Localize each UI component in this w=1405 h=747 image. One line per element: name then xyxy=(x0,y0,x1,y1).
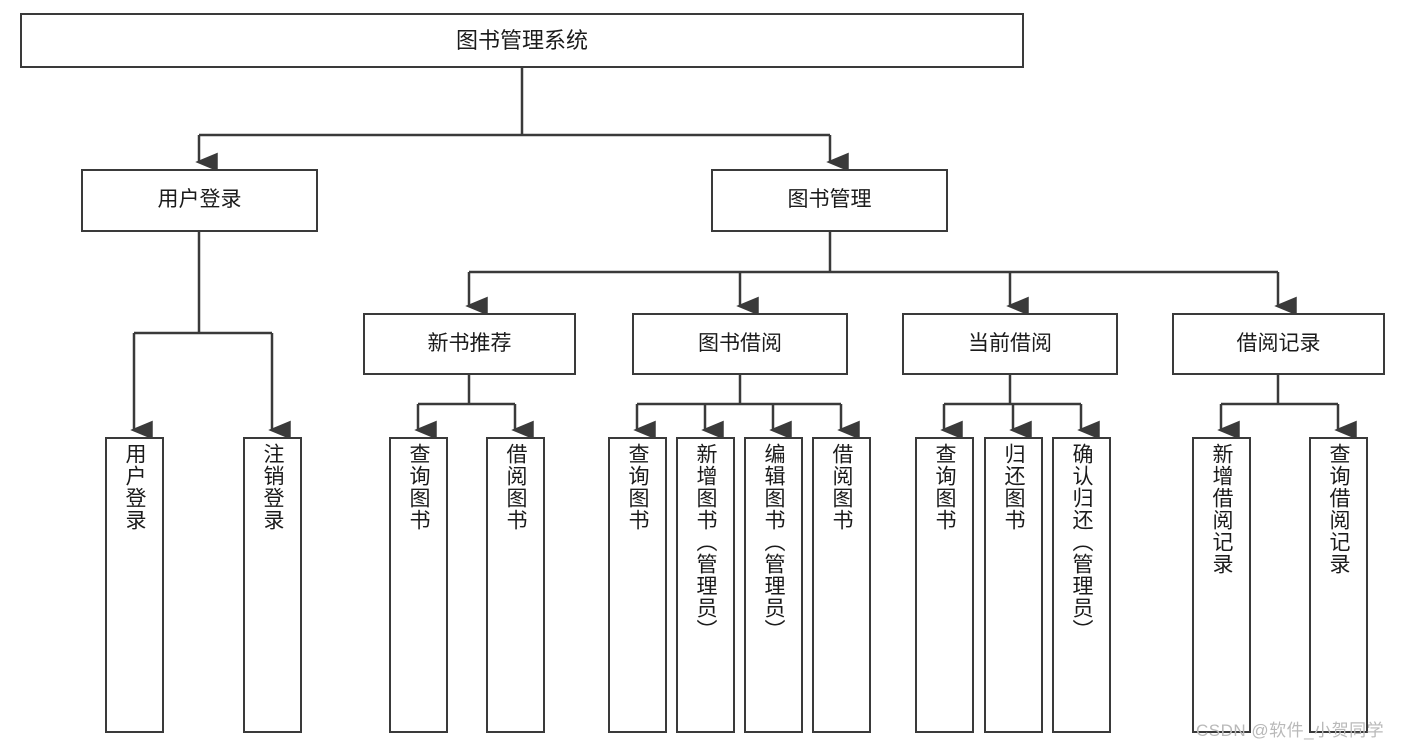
node-user-login-label: 用户登录 xyxy=(157,188,242,212)
node-leaf-edit-book-label: 编辑图书（管理员） xyxy=(762,443,785,641)
node-book-borrow[interactable]: 图书借阅 xyxy=(632,313,848,375)
node-root[interactable]: 图书管理系统 xyxy=(20,13,1024,68)
node-leaf-user-login-label: 用户登录 xyxy=(123,443,146,531)
node-leaf-confirm-return-label: 确认归还（管理员） xyxy=(1070,443,1093,641)
node-leaf-query-record-label: 查询借阅记录 xyxy=(1327,443,1350,575)
node-leaf-return-book[interactable]: 归还图书 xyxy=(984,437,1043,733)
node-leaf-query-book-rec-label: 查询图书 xyxy=(407,443,430,531)
node-user-login[interactable]: 用户登录 xyxy=(81,169,318,232)
node-leaf-logout-label: 注销登录 xyxy=(261,443,284,531)
node-borrow-record-label: 借阅记录 xyxy=(1236,331,1321,355)
node-leaf-borrow-book[interactable]: 借阅图书 xyxy=(812,437,871,733)
node-borrow-record[interactable]: 借阅记录 xyxy=(1172,313,1385,375)
node-new-book-rec-label: 新书推荐 xyxy=(427,331,512,355)
node-leaf-return-book-label: 归还图书 xyxy=(1002,443,1025,531)
node-leaf-query-book-cur[interactable]: 查询图书 xyxy=(915,437,974,733)
node-leaf-query-record[interactable]: 查询借阅记录 xyxy=(1309,437,1368,733)
node-book-manage-label: 图书管理 xyxy=(787,188,872,212)
node-leaf-add-record-label: 新增借阅记录 xyxy=(1210,443,1233,575)
node-leaf-logout[interactable]: 注销登录 xyxy=(243,437,302,733)
node-current-borrow-label: 当前借阅 xyxy=(968,331,1052,355)
node-leaf-query-book-borrow-label: 查询图书 xyxy=(626,443,649,531)
node-new-book-rec[interactable]: 新书推荐 xyxy=(363,313,576,375)
node-leaf-borrow-book-rec-label: 借阅图书 xyxy=(504,443,527,531)
node-leaf-add-record[interactable]: 新增借阅记录 xyxy=(1192,437,1251,733)
node-leaf-borrow-book-rec[interactable]: 借阅图书 xyxy=(486,437,545,733)
node-book-manage[interactable]: 图书管理 xyxy=(711,169,948,232)
node-leaf-add-book[interactable]: 新增图书（管理员） xyxy=(676,437,735,733)
node-current-borrow[interactable]: 当前借阅 xyxy=(902,313,1118,375)
node-leaf-borrow-book-label: 借阅图书 xyxy=(830,443,853,531)
node-root-label: 图书管理系统 xyxy=(455,27,588,53)
node-leaf-query-book-cur-label: 查询图书 xyxy=(933,443,956,531)
node-leaf-add-book-label: 新增图书（管理员） xyxy=(694,443,717,641)
csdn-watermark: CSDN @软件_小贺同学 xyxy=(1196,721,1385,740)
node-leaf-query-book-borrow[interactable]: 查询图书 xyxy=(608,437,667,733)
node-book-borrow-label: 图书借阅 xyxy=(698,331,782,355)
node-leaf-query-book-rec[interactable]: 查询图书 xyxy=(389,437,448,733)
node-leaf-edit-book[interactable]: 编辑图书（管理员） xyxy=(744,437,803,733)
node-leaf-user-login[interactable]: 用户登录 xyxy=(105,437,164,733)
node-leaf-confirm-return[interactable]: 确认归还（管理员） xyxy=(1052,437,1111,733)
